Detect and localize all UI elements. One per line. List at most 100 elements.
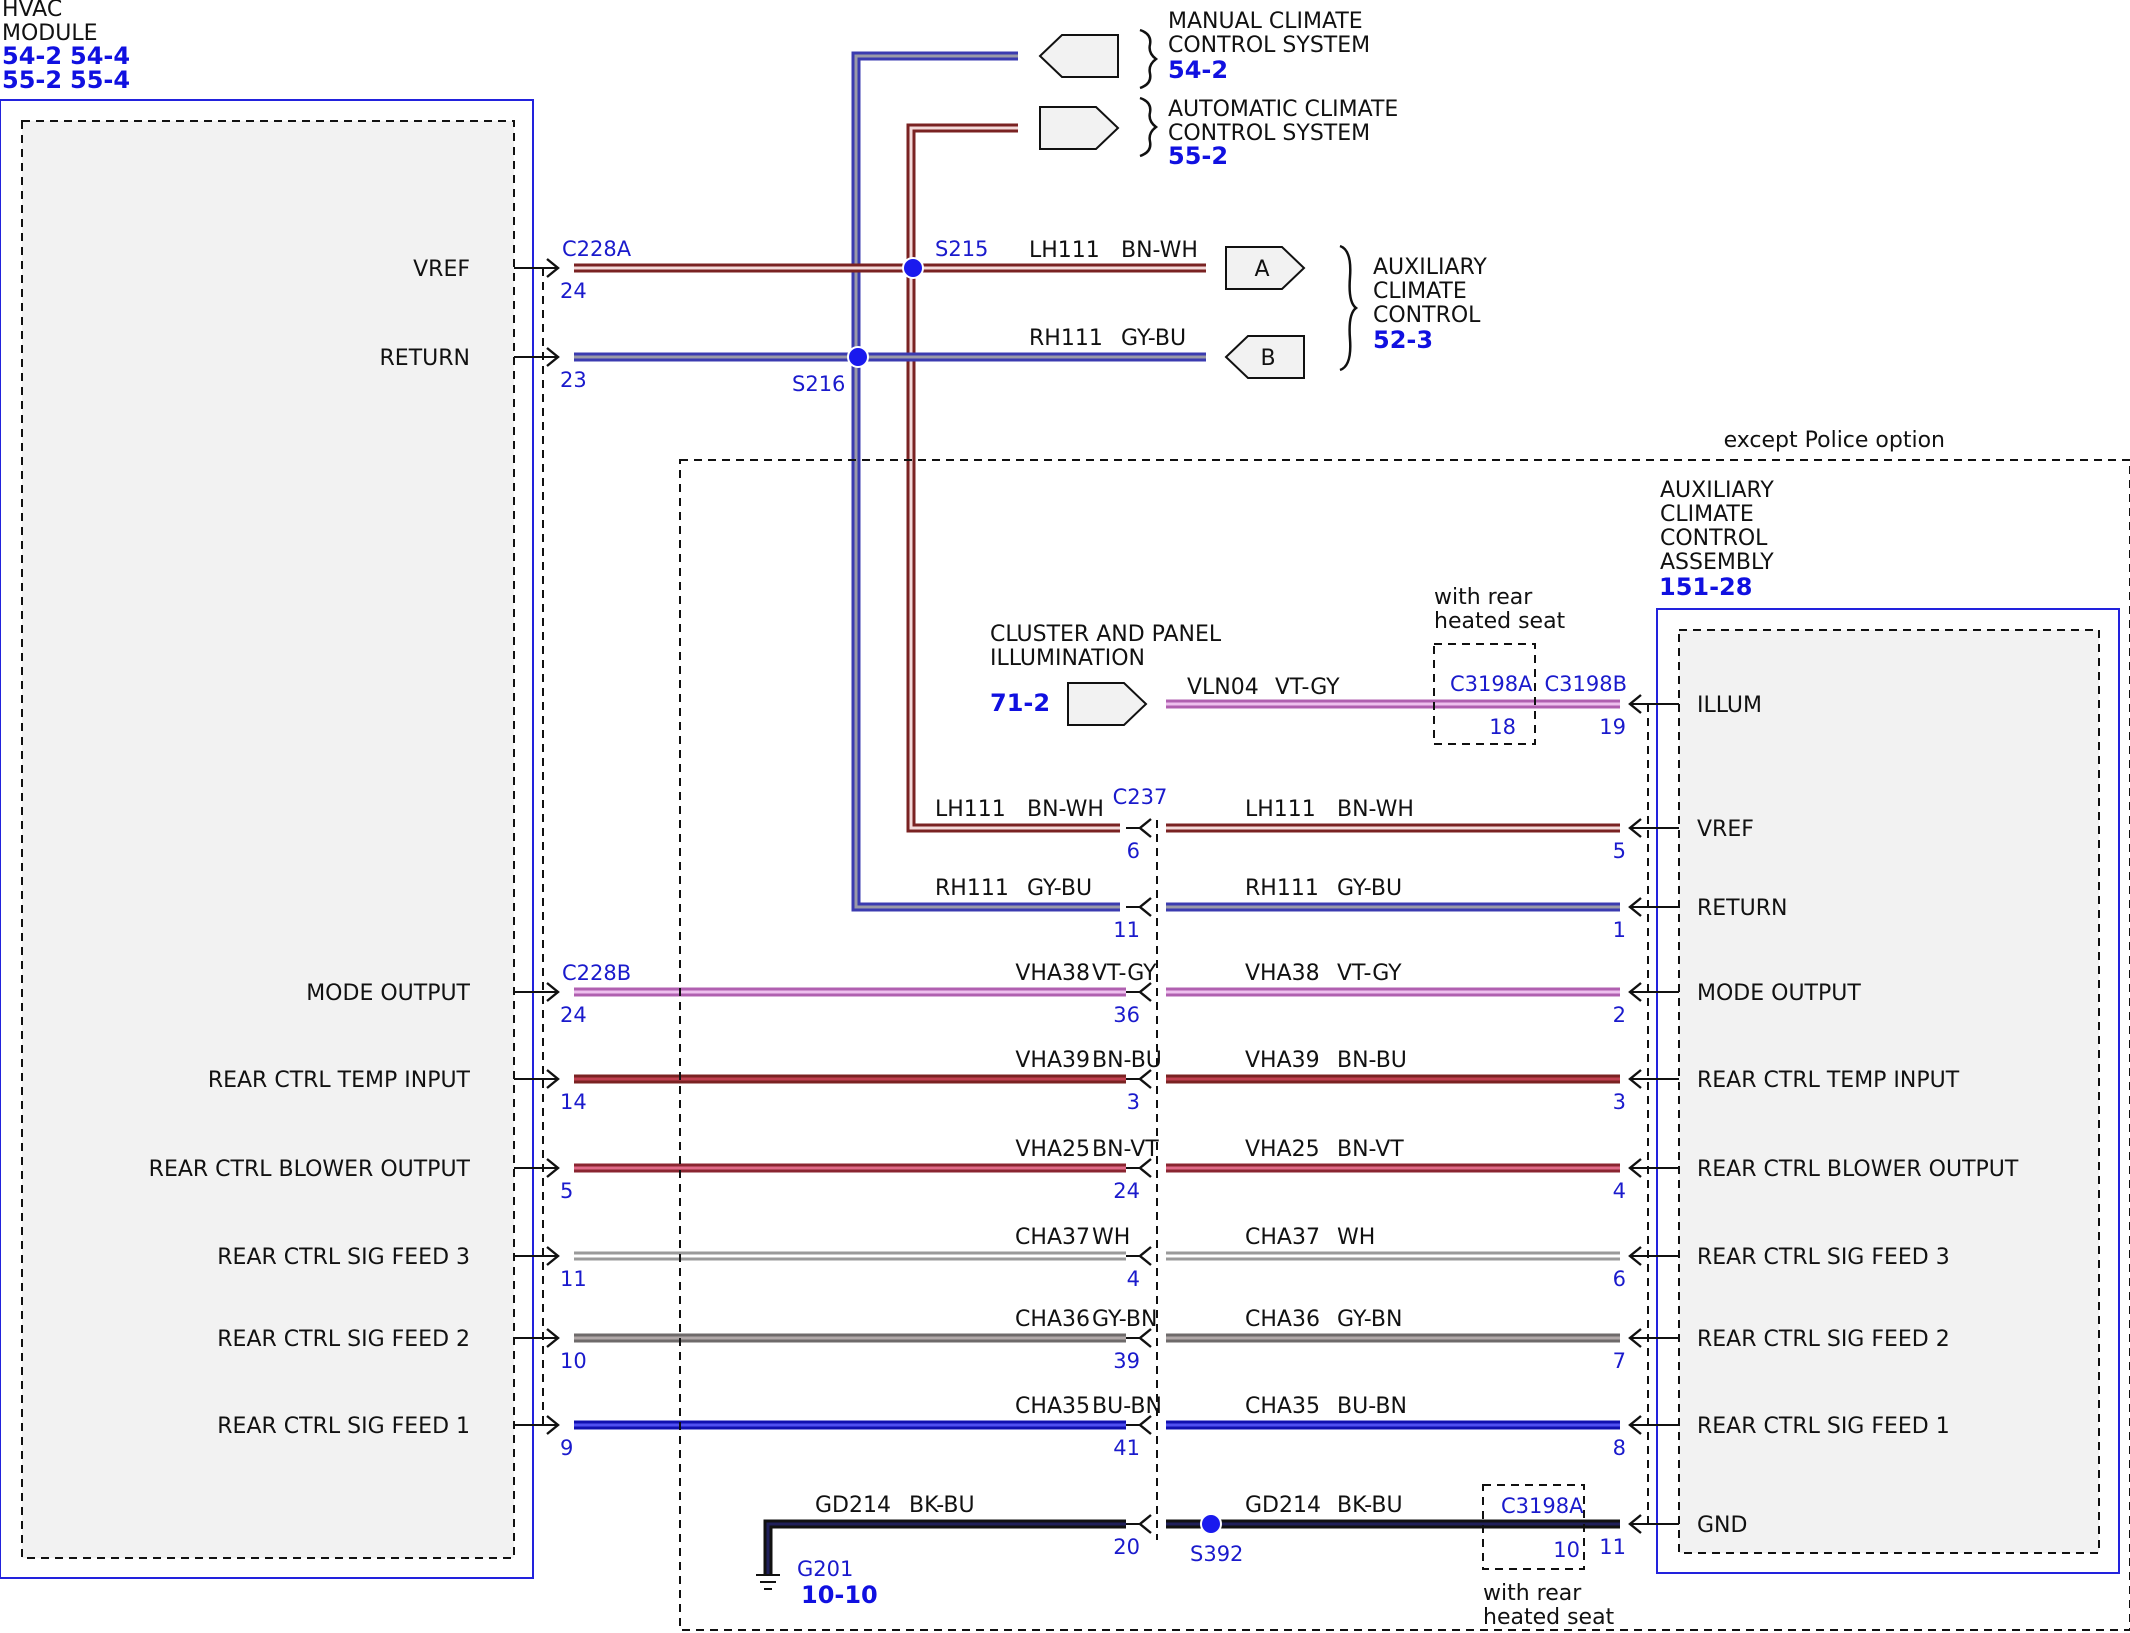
automatic-climate-flag: [1039, 106, 1120, 150]
s215-label: S215: [935, 237, 988, 261]
s216-splice: [847, 346, 869, 368]
cluster-illum-label: ILLUMINATION: [990, 646, 1145, 671]
aux-control-flag-b-label: B: [1260, 346, 1275, 371]
ground-circuit: GD214: [815, 1493, 891, 1518]
hvac-cavity-number: 9: [560, 1436, 573, 1460]
aux-pin-arrow: [1628, 1158, 1642, 1178]
cluster-illum-ref: 71-2: [990, 689, 1050, 717]
aux-pin-label: REAR CTRL SIG FEED 3: [1697, 1245, 1950, 1270]
wire-circuit-label: CHA36: [1015, 1307, 1090, 1332]
manual-climate-ref: 54-2: [1168, 56, 1228, 84]
g201-ref: 10-10: [801, 1581, 878, 1609]
frames-layer: [0, 28, 2130, 1631]
ground-color: BK-BU: [909, 1493, 975, 1518]
wire-circuit-label: RH111: [1245, 876, 1319, 901]
hvac-ref: 55-2: [2, 66, 62, 94]
aux-pin-arrow: [1628, 818, 1642, 838]
aux-assembly-title: AUXILIARY: [1660, 478, 1774, 503]
aux-assembly-title: CONTROL: [1660, 526, 1768, 551]
wire-color-label: GY-BN: [1337, 1307, 1402, 1332]
aux-pin-arrow: [1628, 1514, 1642, 1534]
aux-pin-label: VREF: [1697, 817, 1754, 842]
wire-circuit-label: VHA39: [1015, 1048, 1090, 1073]
automatic-climate-label: CONTROL SYSTEM: [1168, 121, 1370, 146]
wire-color-label: GY-BU: [1337, 876, 1402, 901]
wire-color-label: BN-VT: [1337, 1137, 1404, 1162]
wire-color-label: BN-WH: [1027, 797, 1104, 822]
hvac-cavity-number: 14: [560, 1090, 587, 1114]
wire-color-label: WH: [1092, 1225, 1130, 1250]
rh111-trunk-wire-stripe: [854, 54, 1120, 909]
aux-control-label: CONTROL: [1373, 303, 1481, 328]
wire-circuit-label: CHA37: [1015, 1225, 1090, 1250]
aux-pin-label: REAR CTRL SIG FEED 1: [1697, 1414, 1950, 1439]
hvac-title-line2: MODULE: [2, 21, 98, 46]
illum-note: heated seat: [1434, 609, 1566, 634]
hvac-pin-label: REAR CTRL TEMP INPUT: [208, 1068, 471, 1093]
aux-pin-label: ILLUM: [1697, 693, 1762, 718]
wire-color-label: GY-BU: [1027, 876, 1092, 901]
aux-pin-arrow: [1628, 1246, 1642, 1266]
manual-climate-label: MANUAL CLIMATE: [1168, 9, 1363, 34]
rh111-trunk-wire: [851, 51, 1120, 912]
return-color: GY-BU: [1121, 326, 1186, 351]
aux-assembly-title: ASSEMBLY: [1660, 550, 1774, 575]
aux-cavity-number: 2: [1613, 1003, 1626, 1027]
aux-control-brace: [1339, 244, 1359, 372]
c237-cavity-number: 4: [1127, 1267, 1140, 1291]
wire-color-label: BN-BU: [1092, 1048, 1162, 1073]
aux-pin-label: RETURN: [1697, 896, 1787, 921]
aux-pin-label: GND: [1697, 1513, 1747, 1538]
illum-note: with rear: [1434, 585, 1533, 610]
hvac-cavity-number: 24: [560, 1003, 587, 1027]
illum-color: VT-GY: [1275, 675, 1340, 700]
aux-assembly-title: CLIMATE: [1660, 502, 1754, 527]
s392-label: S392: [1190, 1542, 1243, 1566]
aux-assembly-ref: 151-28: [1659, 573, 1752, 601]
hvac-cavity-number: 10: [560, 1349, 587, 1373]
wire-color-label: VT-GY: [1092, 961, 1157, 986]
hvac-cavity-number: 23: [560, 368, 587, 392]
hvac-ref: 55-4: [70, 66, 130, 94]
c237-pin-arrow: [1138, 1514, 1152, 1534]
hvac-pin-arrow: [546, 1069, 560, 1089]
wire-circuit-label: GD214: [1245, 1493, 1321, 1518]
wire-circuit-label: CHA35: [1245, 1394, 1320, 1419]
wire-color-label: BU-BN: [1092, 1394, 1162, 1419]
aux-control-ref: 52-3: [1373, 326, 1433, 354]
c237-cavity-number: 3: [1127, 1090, 1140, 1114]
police-option-frame: [679, 459, 2130, 1631]
c237-pin-arrow: [1138, 1246, 1152, 1266]
hvac-pin-arrow: [546, 1415, 560, 1435]
c237-cavity-number: 36: [1113, 1003, 1140, 1027]
aux-pin-label: REAR CTRL BLOWER OUTPUT: [1697, 1157, 2019, 1182]
aux-pin-arrow: [1628, 982, 1642, 1002]
wire-color-label: GY-BN: [1092, 1307, 1157, 1332]
wire-circuit-label: CHA36: [1245, 1307, 1320, 1332]
s216-label: S216: [792, 372, 845, 396]
manual-brace: [1139, 28, 1159, 90]
gnd-note: with rear: [1483, 1581, 1582, 1606]
hvac-ref: 54-2: [2, 42, 62, 70]
vref-color: BN-WH: [1121, 238, 1198, 263]
aux-pin-arrow: [1628, 1415, 1642, 1435]
ground-wire-stripe: [766, 1522, 1126, 1575]
cluster-illum-label: CLUSTER AND PANEL: [990, 622, 1222, 647]
hvac-pin-arrow: [546, 1328, 560, 1348]
hvac-pin-label: MODE OUTPUT: [306, 981, 470, 1006]
hvac-title-line1: HVAC: [2, 0, 62, 22]
aux-connector-name: C3198B: [1544, 672, 1627, 696]
wire-circuit-label: LH111: [935, 797, 1006, 822]
hvac-cavity-number: 11: [560, 1267, 587, 1291]
aux-cavity-number: 8: [1613, 1436, 1626, 1460]
gnd-c3198a-box: [1482, 1484, 1585, 1570]
wire-color-label: BN-BU: [1337, 1048, 1407, 1073]
c237-cavity-number: 11: [1113, 918, 1140, 942]
illum-c3198a-box: [1433, 643, 1536, 745]
gnd-c3198a-name: C3198A: [1501, 1494, 1584, 1518]
aux-pin-label: REAR CTRL TEMP INPUT: [1697, 1068, 1960, 1093]
wire-color-label: BK-BU: [1337, 1493, 1403, 1518]
aux-control-flag-a: [1225, 246, 1306, 290]
hvac-pin-label: REAR CTRL BLOWER OUTPUT: [149, 1157, 471, 1182]
